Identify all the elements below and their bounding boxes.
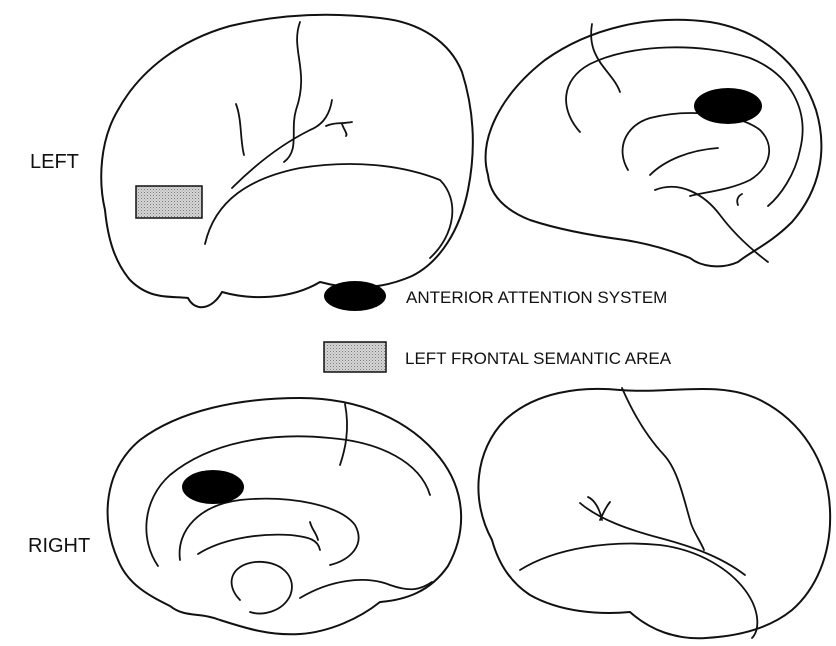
right-medial-inner-fold	[198, 535, 320, 554]
right-lateral-temporal-lobe	[520, 544, 757, 638]
legend-attention-label: ANTERIOR ATTENTION SYSTEM	[406, 288, 667, 307]
right-medial-branch	[310, 522, 318, 540]
right-hemisphere-label: RIGHT	[28, 535, 90, 557]
right-medial-cingulate-sulcus	[146, 436, 430, 566]
legend: ANTERIOR ATTENTION SYSTEM LEFT FRONTAL S…	[324, 281, 672, 372]
left-medial-brain	[486, 20, 822, 267]
left-frontal-semantic-area	[136, 186, 202, 218]
right-medial-corpus-callosum	[180, 499, 359, 565]
left-medial-cingulate-sulcus	[566, 47, 802, 206]
left-lateral-branch-2	[326, 122, 352, 136]
left-anterior-attention-system	[694, 88, 762, 124]
right-medial-brain	[108, 398, 462, 634]
left-medial-outline	[486, 20, 822, 267]
left-lateral-sylvian-fissure	[232, 100, 332, 188]
right-lateral-central-sulcus	[622, 388, 704, 550]
legend-semantic-swatch	[324, 342, 386, 372]
legend-attention-swatch	[324, 281, 386, 311]
left-lateral-branch-1	[236, 104, 244, 155]
left-lateral-outline	[101, 15, 473, 307]
right-medial-parieto-occipital	[340, 404, 347, 465]
right-medial-brainstem	[232, 562, 292, 614]
left-medial-inner-fold	[650, 148, 718, 175]
left-lateral-brain	[101, 15, 473, 307]
left-medial-corpus-callosum	[623, 113, 770, 196]
left-medial-calcarine	[737, 194, 742, 205]
legend-semantic-label: LEFT FRONTAL SEMANTIC AREA	[405, 349, 672, 368]
right-lateral-brain	[478, 388, 830, 638]
right-lateral-sylvian-fissure	[580, 503, 745, 575]
right-lateral-outline	[478, 389, 830, 638]
left-lateral-central-sulcus	[284, 22, 301, 162]
left-hemisphere-label: LEFT	[30, 151, 79, 173]
right-anterior-attention-system	[182, 470, 244, 504]
right-medial-outline	[108, 398, 462, 634]
